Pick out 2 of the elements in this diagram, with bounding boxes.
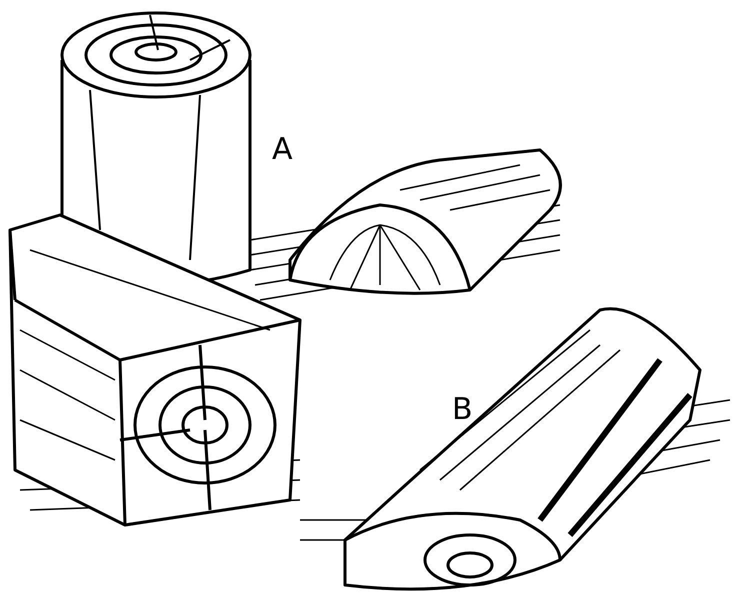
part-label: B (452, 395, 473, 425)
part-label: A (272, 135, 293, 165)
